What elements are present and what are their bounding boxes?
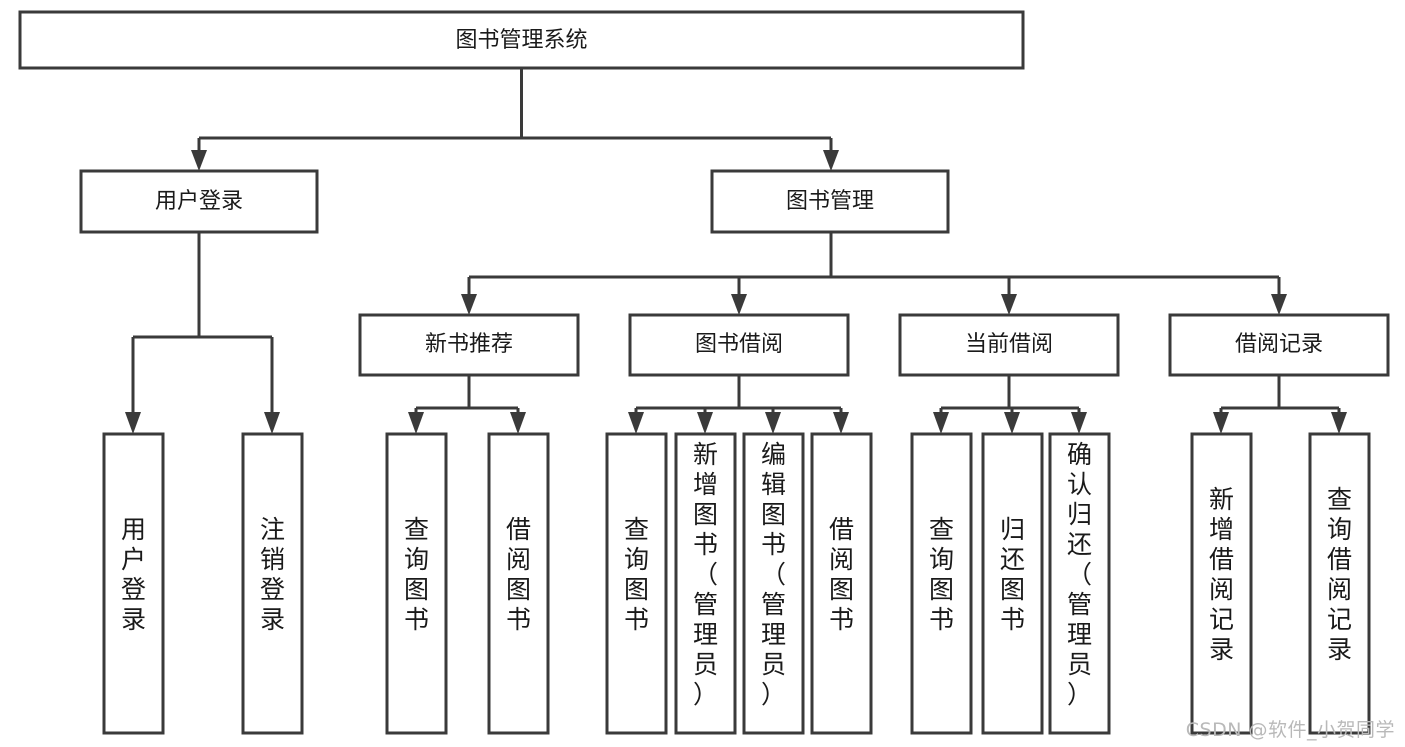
node-leaf-borrow-book-rec-label: 借阅图书 — [506, 515, 531, 634]
node-leaf-return-book-label: 归还图书 — [1000, 515, 1025, 634]
arrowhead-leaf-query-borrow-record — [1331, 412, 1347, 434]
node-book-management[interactable]: 图书管理 — [710, 169, 950, 234]
arrowhead-leaf-borrow-book-rec — [510, 412, 526, 434]
arrowhead-new-book-recommend — [461, 294, 477, 315]
node-new-book-recommend-label: 新书推荐 — [425, 332, 513, 357]
node-leaf-edit-book-admin[interactable]: 编辑图书（管理员） — [742, 432, 805, 735]
node-leaf-query-book-current[interactable]: 查询图书 — [910, 432, 973, 735]
node-leaf-query-borrow-record-label: 查询借阅记录 — [1327, 485, 1352, 664]
node-leaf-query-book-borrow[interactable]: 查询图书 — [605, 432, 668, 735]
arrowhead-current-borrow — [1001, 294, 1017, 315]
node-leaf-return-book-box[interactable] — [981, 432, 1044, 735]
arrowhead-leaf-query-book-rec — [408, 412, 424, 434]
node-user-login-box[interactable] — [79, 169, 319, 234]
node-leaf-edit-book-admin-label: 编辑图书（管理员） — [761, 440, 786, 709]
node-book-borrow-label: 图书借阅 — [695, 332, 783, 357]
node-leaf-add-book-admin[interactable]: 新增图书（管理员） — [674, 432, 737, 735]
node-leaf-query-book-borrow-box[interactable] — [605, 432, 668, 735]
node-leaf-add-borrow-record-box[interactable] — [1190, 432, 1253, 735]
node-leaf-user-login-box[interactable] — [102, 432, 165, 735]
node-book-borrow-box[interactable] — [628, 313, 850, 377]
node-leaf-borrow-book-label: 借阅图书 — [829, 515, 854, 634]
arrowhead-leaf-query-book-borrow — [628, 412, 644, 434]
node-leaf-add-book-admin-box[interactable] — [674, 432, 737, 735]
arrowhead-leaf-add-borrow-record — [1213, 412, 1229, 434]
node-leaf-query-book-current-label: 查询图书 — [929, 515, 954, 634]
node-borrow-record[interactable]: 借阅记录 — [1168, 313, 1390, 377]
node-leaf-query-book-current-box[interactable] — [910, 432, 973, 735]
node-leaf-add-borrow-record[interactable]: 新增借阅记录 — [1190, 432, 1253, 735]
node-leaf-borrow-book-box[interactable] — [810, 432, 873, 735]
node-leaf-query-book-rec-label: 查询图书 — [404, 515, 429, 634]
node-current-borrow-box[interactable] — [898, 313, 1120, 377]
node-borrow-record-box[interactable] — [1168, 313, 1390, 377]
node-leaf-add-book-admin-label: 新增图书（管理员） — [693, 440, 718, 709]
node-leaf-user-login-label: 用户登录 — [121, 515, 146, 634]
node-book-borrow[interactable]: 图书借阅 — [628, 313, 850, 377]
arrowhead-leaf-confirm-return-admin — [1071, 412, 1087, 434]
node-leaf-logout[interactable]: 注销登录 — [241, 432, 304, 735]
arrowhead-user-login — [191, 150, 207, 171]
node-current-borrow-label: 当前借阅 — [965, 332, 1053, 357]
node-leaf-borrow-book[interactable]: 借阅图书 — [810, 432, 873, 735]
arrowhead-leaf-return-book — [1004, 412, 1020, 434]
arrowhead-leaf-edit-book-admin — [765, 412, 781, 434]
node-leaf-query-borrow-record-box[interactable] — [1308, 432, 1371, 735]
node-leaf-logout-label: 注销登录 — [260, 515, 285, 634]
arrowhead-leaf-user-login — [125, 412, 141, 434]
node-leaf-return-book[interactable]: 归还图书 — [981, 432, 1044, 735]
node-leaf-add-borrow-record-label: 新增借阅记录 — [1209, 485, 1234, 664]
node-root-label: 图书管理系统 — [455, 28, 587, 53]
node-leaf-edit-book-admin-box[interactable] — [742, 432, 805, 735]
leaf-node-group: 用户登录 注销登录 查询图书 借阅图书 查询图书 新增图书（管理员） — [102, 432, 1371, 735]
arrowhead-book-management — [823, 150, 839, 171]
connector-group — [125, 68, 1347, 434]
node-root[interactable]: 图书管理系统 — [18, 10, 1025, 70]
node-leaf-confirm-return-admin-box[interactable] — [1048, 432, 1111, 735]
node-leaf-logout-box[interactable] — [241, 432, 304, 735]
node-new-book-recommend[interactable]: 新书推荐 — [358, 313, 580, 377]
node-leaf-user-login[interactable]: 用户登录 — [102, 432, 165, 735]
node-book-management-label: 图书管理 — [786, 189, 874, 214]
node-leaf-borrow-book-rec-box[interactable] — [487, 432, 550, 735]
node-leaf-confirm-return-admin-label: 确认归还（管理员） — [1067, 440, 1092, 709]
node-leaf-query-book-borrow-label: 查询图书 — [624, 515, 649, 634]
arrowhead-leaf-logout — [264, 412, 280, 434]
node-leaf-confirm-return-admin[interactable]: 确认归还（管理员） — [1048, 432, 1111, 735]
node-leaf-borrow-book-rec[interactable]: 借阅图书 — [487, 432, 550, 735]
arrowhead-book-borrow — [731, 294, 747, 315]
arrowhead-leaf-query-book-current — [933, 412, 949, 434]
node-new-book-recommend-box[interactable] — [358, 313, 580, 377]
arrowhead-leaf-add-book-admin — [697, 412, 713, 434]
arrowhead-leaf-borrow-book — [833, 412, 849, 434]
node-leaf-query-book-rec[interactable]: 查询图书 — [385, 432, 448, 735]
node-borrow-record-label: 借阅记录 — [1235, 332, 1323, 357]
node-book-management-box[interactable] — [710, 169, 950, 234]
node-user-login[interactable]: 用户登录 — [79, 169, 319, 234]
node-current-borrow[interactable]: 当前借阅 — [898, 313, 1120, 377]
arrowhead-borrow-record — [1271, 294, 1287, 315]
node-leaf-query-book-rec-box[interactable] — [385, 432, 448, 735]
node-user-login-label: 用户登录 — [155, 189, 243, 214]
node-root-box[interactable] — [18, 10, 1025, 70]
node-leaf-query-borrow-record[interactable]: 查询借阅记录 — [1308, 432, 1371, 735]
